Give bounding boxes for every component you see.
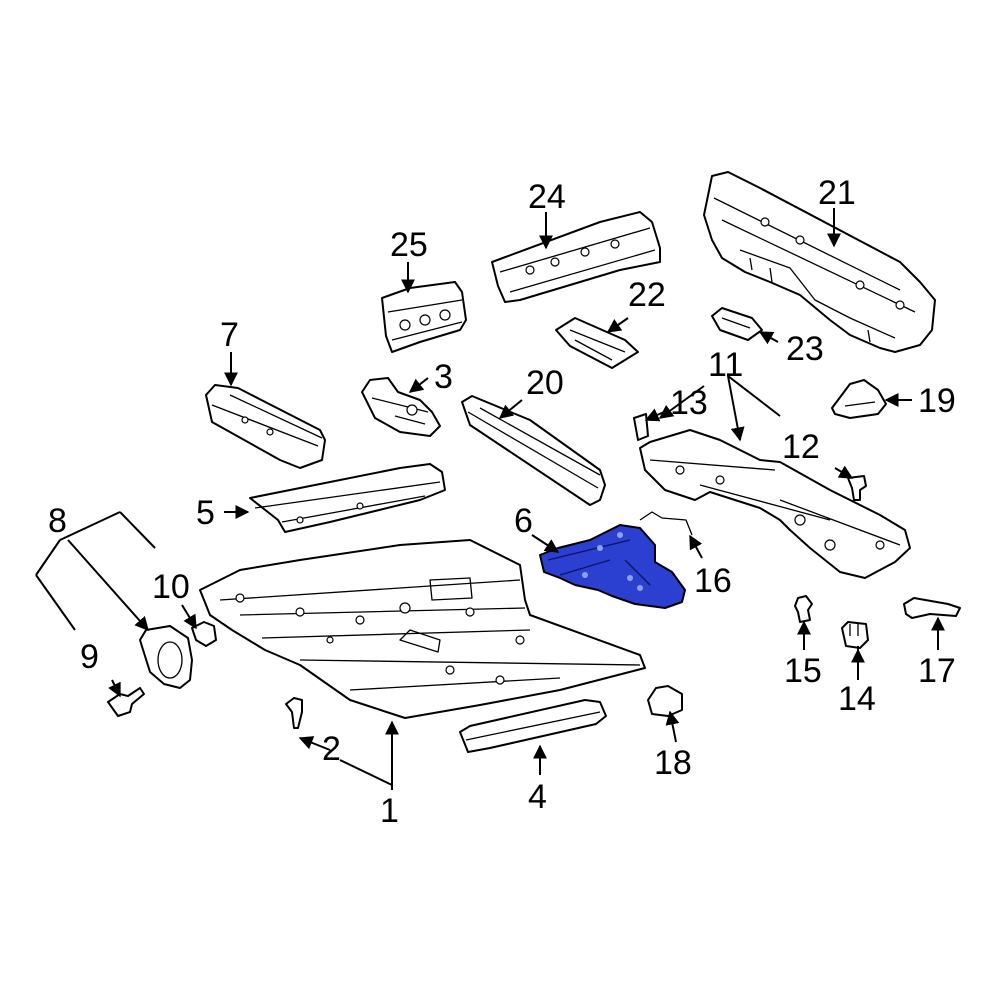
callout-13: 13 (670, 384, 708, 422)
part-23-plate[interactable] (711, 307, 763, 341)
part-4-rail[interactable] (459, 699, 607, 753)
callout-23: 23 (786, 330, 824, 368)
callout-11: 11 (708, 346, 743, 384)
part-24-crossmember[interactable] (491, 211, 661, 303)
part-22-bracket[interactable] (555, 317, 639, 369)
callout-16: 16 (694, 562, 732, 600)
part-1-floor-pan[interactable] (199, 539, 646, 719)
part-10-fastener[interactable] (191, 621, 217, 647)
part-18-clip[interactable] (647, 685, 683, 717)
callout-12: 12 (782, 428, 820, 466)
callout-7: 7 (220, 316, 239, 354)
callout-14: 14 (838, 680, 876, 718)
callout-2: 2 (322, 730, 341, 768)
part-2-bolt[interactable] (285, 697, 303, 729)
callout-20: 20 (526, 364, 564, 402)
callout-10: 10 (152, 568, 190, 606)
leader-lines (35, 208, 945, 790)
part-20-rail[interactable] (461, 395, 606, 506)
callout-1: 1 (380, 792, 399, 830)
callout-25: 25 (390, 226, 428, 264)
part-21-rear-panel[interactable] (703, 171, 936, 353)
part-12-bolt[interactable] (847, 475, 867, 501)
callout-21: 21 (818, 174, 856, 212)
part-16-bracket[interactable] (639, 511, 693, 536)
callout-8: 8 (48, 502, 67, 540)
part-9-bolt[interactable] (107, 687, 145, 717)
callout-labels: 1 2 3 4 5 6 7 8 9 10 11 12 13 14 15 16 1… (48, 174, 956, 830)
callout-9: 9 (80, 638, 99, 676)
callout-4: 4 (528, 778, 547, 816)
callout-24: 24 (528, 178, 566, 216)
callout-5: 5 (196, 494, 215, 532)
part-5-crossmember[interactable] (249, 463, 446, 533)
callout-18: 18 (654, 744, 692, 782)
part-19-bracket[interactable] (831, 379, 887, 419)
part-8-mount[interactable] (139, 625, 193, 689)
callout-17: 17 (918, 652, 956, 690)
callout-3: 3 (434, 358, 453, 396)
part-3-bracket[interactable] (361, 377, 441, 437)
part-7-member[interactable] (205, 384, 326, 469)
callout-19: 19 (918, 382, 956, 420)
part-15-clip[interactable] (794, 595, 813, 623)
callout-6: 6 (514, 502, 533, 540)
part-17-bracket[interactable] (903, 597, 961, 619)
part-11-rear-floor[interactable] (639, 429, 911, 579)
part-6-bracket[interactable] (539, 524, 686, 609)
part-13-clip[interactable] (633, 413, 649, 441)
part-14-clip[interactable] (841, 621, 869, 649)
part-25-bracket[interactable] (381, 281, 467, 353)
callout-15: 15 (784, 652, 822, 690)
callout-22: 22 (628, 276, 666, 314)
